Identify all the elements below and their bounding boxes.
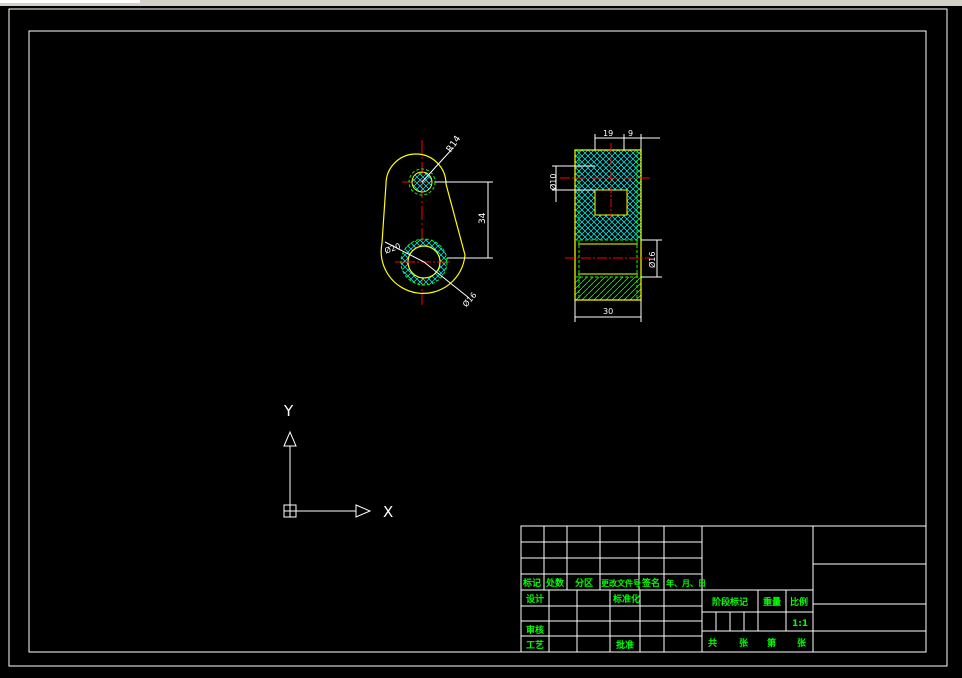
title-block bbox=[520, 525, 927, 653]
tb-design: 设计 bbox=[526, 593, 544, 605]
tb-header-mark: 标记 bbox=[522, 577, 541, 589]
tb-scale-value: 1:1 bbox=[792, 619, 808, 629]
tb-header-doc: 更改文件号 bbox=[601, 578, 641, 588]
part-outline bbox=[380, 153, 466, 294]
tb-sheet-zhang1: 张 bbox=[739, 637, 749, 649]
lower-section-fill bbox=[575, 277, 641, 300]
dim-30-text: 30 bbox=[603, 307, 613, 316]
ucs-y-label: Y bbox=[283, 402, 294, 420]
tb-review: 审核 bbox=[526, 624, 544, 636]
dim-19-text: 19 bbox=[603, 129, 613, 138]
top-toolbar-strip bbox=[0, 0, 962, 6]
dim-d16-leader bbox=[423, 261, 470, 299]
tb-sheet-zhang2: 张 bbox=[797, 637, 807, 649]
tb-standardize: 标准化 bbox=[612, 593, 640, 605]
tb-scale-label: 比例 bbox=[790, 596, 808, 608]
tb-weight: 重量 bbox=[763, 596, 781, 608]
tb-sheet-total: 共 bbox=[708, 637, 717, 649]
sheet-inner-frame bbox=[28, 30, 927, 653]
dim-d16s-text: Ø16 bbox=[647, 252, 657, 268]
dim-9-text: 9 bbox=[628, 129, 633, 138]
tb-process: 工艺 bbox=[526, 639, 544, 651]
title-block-text: 标记 处数 分区 更改文件号 签名 年、月、日 设计 标准化 审核 工艺 批准 … bbox=[522, 577, 808, 651]
section-outline bbox=[574, 149, 642, 301]
tb-stage-mark: 阶段标记 bbox=[712, 596, 748, 608]
title-block-border bbox=[520, 525, 927, 653]
tb-approve: 批准 bbox=[616, 639, 634, 651]
dim-34-text: 34 bbox=[478, 212, 488, 224]
dim-r14-text: R14 bbox=[445, 134, 464, 154]
dim-d20-leader bbox=[384, 241, 425, 263]
ucs-icon: Y X bbox=[283, 402, 393, 521]
dim-r14-leader bbox=[421, 147, 454, 183]
ucs-x-arrow-icon bbox=[355, 504, 372, 518]
section-view: 19 9 Ø10 Ø16 30 bbox=[548, 129, 662, 322]
drawing-tab[interactable] bbox=[0, 0, 140, 3]
dim-d10-text: Ø10 bbox=[548, 174, 558, 190]
tb-sheet-di: 第 bbox=[767, 637, 776, 649]
tb-header-zone: 分区 bbox=[575, 577, 593, 589]
tb-header-date: 年、月、日 bbox=[666, 578, 706, 588]
front-view: R14 34 Ø20 Ø16 bbox=[380, 134, 493, 309]
sheet-outer-border bbox=[8, 8, 948, 667]
cad-drawing-canvas[interactable]: R14 34 Ø20 Ø16 bbox=[0, 6, 962, 678]
tb-header-sign: 签名 bbox=[641, 577, 660, 589]
tb-header-count: 处数 bbox=[545, 577, 565, 589]
ucs-x-label: X bbox=[383, 503, 393, 521]
ucs-y-arrow-icon bbox=[283, 430, 297, 447]
